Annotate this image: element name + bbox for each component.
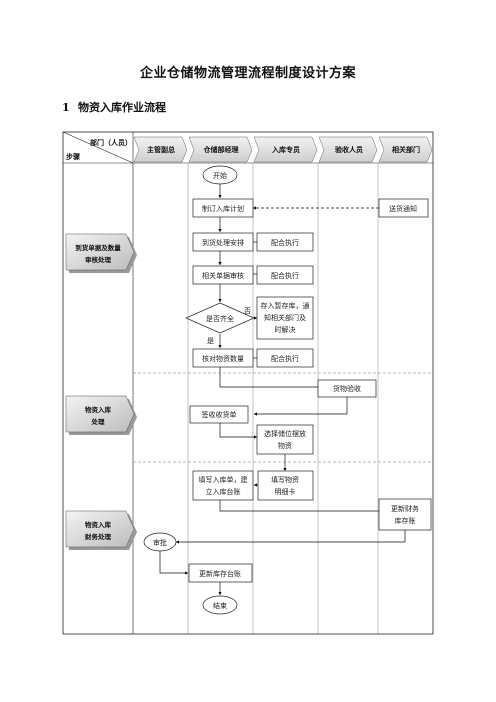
corner-diagonal bbox=[62, 131, 134, 164]
department-header-warehouse-manager: 仓储部经理 bbox=[188, 136, 253, 163]
svg-text:选择储位摆放: 选择储位摆放 bbox=[264, 429, 306, 438]
department-label: 入库专员 bbox=[271, 145, 300, 154]
make-plan-box: 制订入库计划 bbox=[192, 198, 254, 218]
section-heading: 1 物资入库作业流程 bbox=[62, 99, 166, 115]
svg-text:配合执行: 配合执行 bbox=[271, 271, 299, 280]
department-header-vp: 主管副总 bbox=[133, 136, 188, 163]
choose-location-box: 选择储位摆放 物资 bbox=[256, 424, 314, 455]
step-label-line: 到货单据及数量 bbox=[75, 243, 121, 252]
step-label-line: 财务处理 bbox=[85, 532, 112, 541]
svg-text:更新库存台账: 更新库存台账 bbox=[199, 569, 241, 578]
svg-text:送货通知: 送货通知 bbox=[389, 204, 417, 213]
department-header-inbound-clerk: 入库专员 bbox=[253, 136, 318, 163]
svg-text:结束: 结束 bbox=[213, 601, 227, 610]
svg-text:更新财务: 更新财务 bbox=[391, 504, 419, 513]
update-stock-box: 更新库存台账 bbox=[188, 563, 253, 583]
decision-yes-label: 是 bbox=[207, 337, 214, 345]
fill-inbound-form-box: 填写入库单，建 立入库台账 bbox=[192, 470, 254, 501]
svg-text:是否齐全: 是否齐全 bbox=[206, 314, 234, 323]
sign-receipt-box: 签收收货单 bbox=[189, 405, 249, 424]
svg-text:到货处理安排: 到货处理安排 bbox=[202, 238, 244, 247]
svg-text:时解决: 时解决 bbox=[275, 325, 296, 334]
cooperate-box: 配合执行 bbox=[256, 348, 314, 368]
completeness-decision: 是否齐全 bbox=[185, 302, 255, 334]
decision-no-label: 否 bbox=[244, 307, 251, 315]
corner-label-step: 步骤 bbox=[66, 152, 80, 161]
fill-detail-card-box: 填写物资 明细卡 bbox=[257, 470, 314, 501]
step-label-finance-processing: 物资入库 财务处理 bbox=[65, 510, 137, 550]
check-quantity-box: 核对物资数量 bbox=[192, 348, 254, 368]
svg-text:配合执行: 配合执行 bbox=[271, 354, 299, 363]
svg-text:知相关部门及: 知相关部门及 bbox=[264, 313, 306, 322]
svg-text:制订入库计划: 制订入库计划 bbox=[202, 204, 244, 213]
svg-text:明细卡: 明细卡 bbox=[275, 487, 296, 496]
temp-storage-box: 存入暂存库，通 知相关部门及 时解决 bbox=[256, 296, 314, 340]
svg-text:配合执行: 配合执行 bbox=[271, 238, 299, 247]
section-title: 物资入库作业流程 bbox=[78, 101, 166, 114]
step-label-inbound-processing: 物资入库 处理 bbox=[65, 395, 137, 435]
svg-text:物资: 物资 bbox=[278, 441, 292, 450]
step-label-arrival-review: 到货单据及数量 审核处理 bbox=[65, 233, 137, 273]
svg-text:库存账: 库存账 bbox=[395, 516, 416, 525]
cooperate-box: 配合执行 bbox=[256, 232, 314, 252]
start-node: 开始 bbox=[202, 165, 238, 185]
department-header-inspector: 验收人员 bbox=[318, 136, 378, 163]
section-number: 1 bbox=[62, 101, 70, 114]
department-header-related-dept: 相关部门 bbox=[378, 136, 433, 163]
arrival-arrange-box: 到货处理安排 bbox=[192, 232, 254, 252]
goods-inspection-box: 货物验收 bbox=[317, 379, 377, 398]
svg-text:审批: 审批 bbox=[153, 538, 167, 547]
approve-node: 审批 bbox=[143, 532, 177, 552]
svg-text:填写入库单，建: 填写入库单，建 bbox=[199, 475, 248, 484]
svg-text:相关单据审核: 相关单据审核 bbox=[202, 271, 244, 280]
table-frame bbox=[62, 131, 434, 635]
svg-text:存入暂存库，通: 存入暂存库，通 bbox=[261, 301, 310, 310]
update-finance-box: 更新财务 库存账 bbox=[378, 498, 432, 531]
svg-text:开始: 开始 bbox=[213, 171, 227, 180]
department-label: 主管副总 bbox=[147, 145, 175, 154]
cooperate-box: 配合执行 bbox=[256, 265, 314, 285]
document-title: 企业仓储物流管理流程制度设计方案 bbox=[139, 66, 356, 81]
end-node: 结束 bbox=[202, 595, 238, 615]
step-label-line: 处理 bbox=[91, 417, 106, 426]
svg-text:签收收货单: 签收收货单 bbox=[202, 410, 237, 419]
department-label: 仓储部经理 bbox=[203, 145, 239, 154]
svg-text:填写物资: 填写物资 bbox=[271, 475, 299, 484]
svg-text:货物验收: 货物验收 bbox=[333, 384, 361, 393]
department-label: 验收人员 bbox=[335, 145, 363, 154]
svg-text:核对物资数量: 核对物资数量 bbox=[202, 354, 244, 363]
step-label-line: 审核处理 bbox=[85, 255, 112, 264]
doc-review-box: 相关单据审核 bbox=[192, 265, 254, 285]
delivery-notice-box: 送货通知 bbox=[378, 198, 429, 218]
svg-text:立入库台账: 立入库台账 bbox=[206, 487, 241, 496]
step-label-line: 物资入库 bbox=[85, 520, 112, 529]
department-label: 相关部门 bbox=[392, 145, 420, 154]
step-label-line: 物资入库 bbox=[85, 405, 112, 414]
corner-label-department: 部门（人员） bbox=[90, 138, 132, 147]
